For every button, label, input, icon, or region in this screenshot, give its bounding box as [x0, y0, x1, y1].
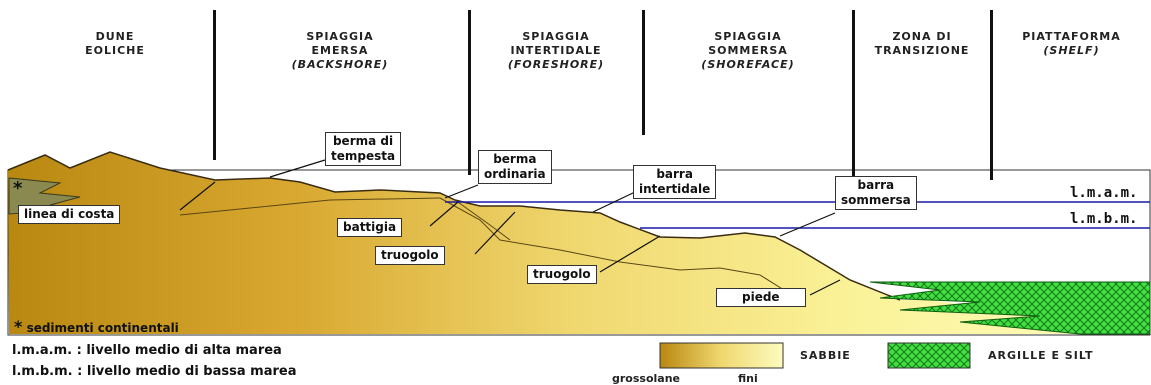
- label-line: berma: [493, 152, 537, 166]
- zone-title-line1: ZONA DI: [892, 30, 952, 43]
- fine-label: fini: [738, 372, 758, 385]
- zone-title-line2: SOMMERSA: [708, 44, 788, 57]
- sand-legend-swatch: [659, 342, 784, 369]
- zone-subtitle: (SHELF): [1043, 44, 1100, 57]
- asterisk-icon: *: [14, 317, 23, 336]
- label-line: ordinaria: [484, 167, 546, 181]
- label-berma-tempesta: berma di tempesta: [325, 132, 402, 166]
- bedding-line: [439, 197, 801, 301]
- label-line: intertidale: [639, 182, 711, 196]
- coarse-label: grossolane: [612, 372, 680, 385]
- continental-legend: * sedimenti continentali: [14, 317, 179, 336]
- zone-piattaforma: PIATTAFORMA (SHELF): [994, 30, 1149, 58]
- zone-spiaggia-emersa: SPIAGGIA EMERSA (BACKSHORE): [240, 30, 440, 72]
- label-line: berma di: [332, 134, 394, 148]
- label-line: sommersa: [841, 193, 911, 207]
- zone-spiaggia-sommersa: SPIAGGIA SOMMERSA (SHOREFACE): [648, 30, 848, 72]
- zone-spiaggia-intertidale: SPIAGGIA INTERTIDALE (FORESHORE): [472, 30, 640, 72]
- zone-subtitle: (SHOREFACE): [701, 58, 795, 71]
- zone-divider: [213, 10, 216, 160]
- zone-title-line1: SPIAGGIA: [522, 30, 590, 43]
- label-barra-intertidale: barra intertidale: [633, 165, 717, 199]
- zone-divider: [852, 10, 855, 190]
- label-truogolo-2: truogolo: [527, 265, 597, 284]
- profile-outline: [7, 151, 901, 301]
- asterisk-icon: *: [13, 178, 23, 199]
- label-truogolo-1: truogolo: [375, 246, 445, 265]
- zone-dune-eoliche: DUNE EOLICHE: [40, 30, 190, 58]
- zone-title-line1: SPIAGGIA: [306, 30, 374, 43]
- continental-legend-text: sedimenti continentali: [26, 321, 179, 335]
- label-line: barra: [656, 167, 693, 181]
- bedding-line: [179, 197, 441, 216]
- zone-subtitle: (BACKSHORE): [291, 58, 389, 71]
- zone-title-line1: SPIAGGIA: [714, 30, 782, 43]
- label-battigia: battigia: [337, 218, 403, 237]
- bedding-line: [454, 199, 511, 241]
- label-lmbm: l.m.b.m.: [1070, 211, 1138, 227]
- zone-title-line2: INTERTIDALE: [510, 44, 602, 57]
- label-lmam: l.m.a.m.: [1070, 185, 1138, 201]
- label-line: tempesta: [331, 149, 396, 163]
- zone-title-line2: TRANSIZIONE: [874, 44, 970, 57]
- zone-title-line1: DUNE: [95, 30, 135, 43]
- zone-divider: [468, 10, 471, 175]
- label-berma-ordinaria: berma ordinaria: [478, 150, 552, 184]
- diagram-frame: [7, 169, 1151, 336]
- lmbm-definition: l.m.b.m. : livello medio di bassa marea: [12, 364, 297, 379]
- label-line: barra: [857, 178, 895, 192]
- zone-title-line2: EMERSA: [311, 44, 369, 57]
- zone-title-line2: EOLICHE: [85, 44, 145, 57]
- zone-divider: [642, 10, 645, 135]
- lmam-definition: l.m.a.m. : livello medio di alta marea: [12, 343, 282, 358]
- clay-silt-wedge: [869, 281, 1151, 335]
- label-linea-costa: linea di costa: [18, 205, 121, 224]
- zone-transizione: ZONA DI TRANSIZIONE: [856, 30, 988, 58]
- sands-legend-label: SABBIE: [800, 349, 851, 362]
- clay-legend-swatch: [887, 342, 971, 369]
- zone-title-line1: PIATTAFORMA: [1022, 30, 1121, 43]
- label-barra-sommersa: barra sommersa: [835, 176, 917, 210]
- label-piede: piede: [716, 288, 806, 307]
- clay-legend-label: ARGILLE E SILT: [988, 349, 1094, 362]
- zone-subtitle: (FORESHORE): [507, 58, 605, 71]
- sand-body: [8, 152, 1150, 334]
- zone-divider: [990, 10, 993, 180]
- leader-lines: [179, 159, 841, 296]
